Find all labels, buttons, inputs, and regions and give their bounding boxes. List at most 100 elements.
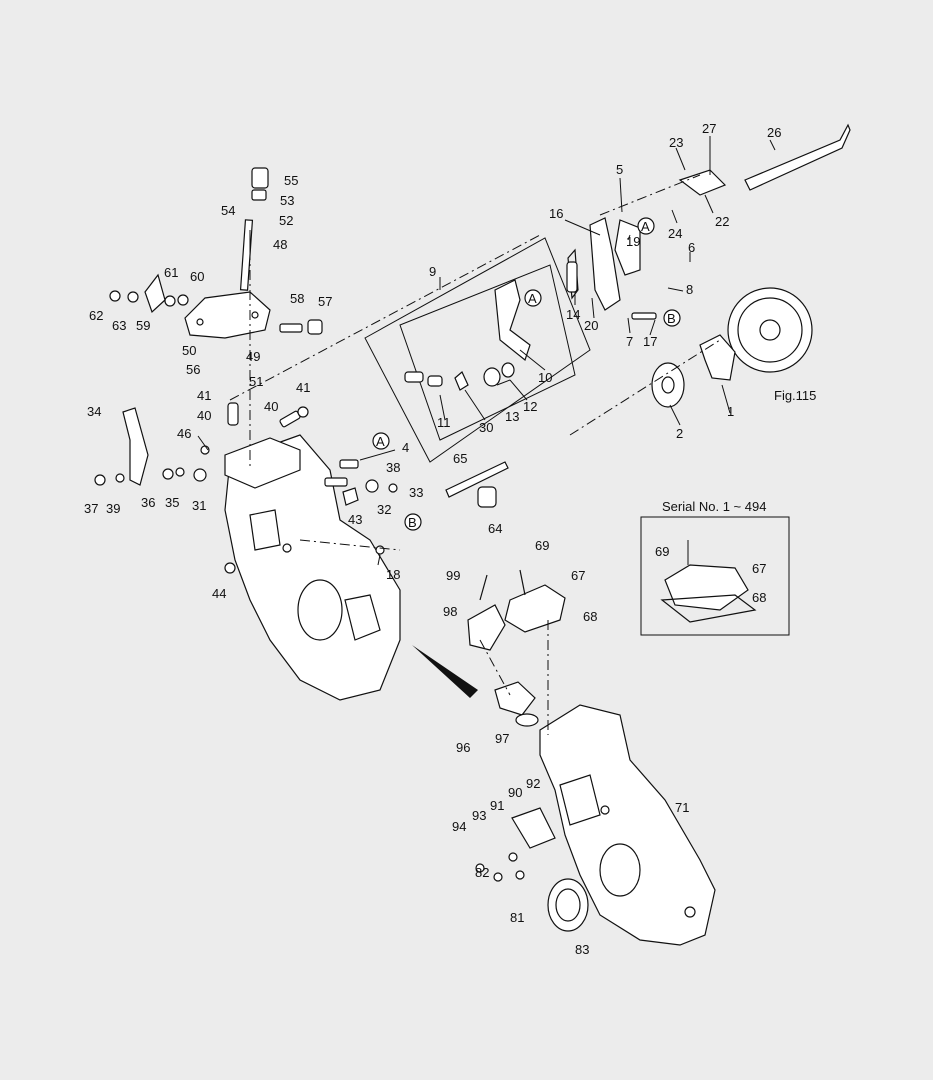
label-67: 67 bbox=[571, 568, 585, 583]
label-18: 18 bbox=[386, 567, 400, 582]
label-83: 83 bbox=[575, 942, 589, 957]
label-59: 59 bbox=[136, 318, 150, 333]
gear-housing bbox=[224, 434, 401, 701]
governor-weights bbox=[651, 334, 736, 408]
label-67-inset: 67 bbox=[752, 561, 766, 576]
leader-lines bbox=[197, 136, 776, 566]
label-52: 52 bbox=[279, 213, 293, 228]
label-36: 36 bbox=[141, 495, 155, 510]
callout-letter: A bbox=[376, 434, 385, 449]
label-96: 96 bbox=[456, 740, 470, 755]
label-11: 11 bbox=[437, 415, 451, 430]
cover-caps bbox=[467, 569, 589, 932]
label-8: 8 bbox=[686, 282, 693, 297]
label-91: 91 bbox=[490, 798, 504, 813]
label-2: 2 bbox=[676, 426, 683, 441]
label-81: 81 bbox=[510, 910, 524, 925]
label-27: 27 bbox=[702, 121, 716, 136]
label-13: 13 bbox=[505, 409, 519, 424]
label-64: 64 bbox=[488, 521, 502, 536]
label-68: 68 bbox=[583, 609, 597, 624]
lever-cover bbox=[144, 273, 271, 339]
label-4: 4 bbox=[402, 440, 409, 455]
label-17: 17 bbox=[643, 334, 657, 349]
label-32: 32 bbox=[377, 502, 391, 517]
label-90: 90 bbox=[508, 785, 522, 800]
label-19: 19 bbox=[626, 234, 640, 249]
label-49: 49 bbox=[246, 349, 260, 364]
label-41a: 41 bbox=[197, 388, 211, 403]
label-41b: 41 bbox=[296, 380, 310, 395]
label-1: 1 bbox=[727, 404, 734, 419]
label-93: 93 bbox=[472, 808, 486, 823]
callout-A-top: A bbox=[637, 217, 655, 235]
label-40a: 40 bbox=[197, 408, 211, 423]
label-22: 22 bbox=[715, 214, 729, 229]
label-35: 35 bbox=[165, 495, 179, 510]
label-60: 60 bbox=[190, 269, 204, 284]
callout-letter: B bbox=[408, 515, 417, 530]
label-92: 92 bbox=[526, 776, 540, 791]
label-33: 33 bbox=[409, 485, 423, 500]
label-54: 54 bbox=[221, 203, 235, 218]
label-68-inset: 68 bbox=[752, 590, 766, 605]
label-34: 34 bbox=[87, 404, 101, 419]
label-57: 57 bbox=[318, 294, 332, 309]
label-24: 24 bbox=[668, 226, 682, 241]
label-7: 7 bbox=[626, 334, 633, 349]
label-38: 38 bbox=[386, 460, 400, 475]
label-23: 23 bbox=[669, 135, 683, 150]
label-94: 94 bbox=[452, 819, 466, 834]
serial-inset bbox=[640, 516, 790, 636]
alignment-lines bbox=[229, 174, 721, 735]
label-9: 9 bbox=[429, 264, 436, 279]
label-43: 43 bbox=[348, 512, 362, 527]
label-14: 14 bbox=[566, 307, 580, 322]
fig-reference: Fig.115 bbox=[774, 388, 816, 403]
callout-letter: A bbox=[528, 291, 537, 306]
label-5: 5 bbox=[616, 162, 623, 177]
label-40b: 40 bbox=[264, 399, 278, 414]
inset-title: Serial No. 1 ~ 494 bbox=[662, 499, 766, 514]
label-51: 51 bbox=[249, 374, 263, 389]
label-97: 97 bbox=[495, 731, 509, 746]
callout-letter: A bbox=[641, 219, 650, 234]
callout-A-mid: A bbox=[524, 289, 542, 307]
assembly-frames bbox=[364, 237, 591, 463]
label-16: 16 bbox=[549, 206, 563, 221]
label-71: 71 bbox=[675, 800, 689, 815]
label-65: 65 bbox=[453, 451, 467, 466]
label-39: 39 bbox=[106, 501, 120, 516]
pointer-arrow bbox=[412, 645, 478, 698]
timing-gear bbox=[727, 287, 813, 373]
label-69-inset: 69 bbox=[655, 544, 669, 559]
label-46: 46 bbox=[177, 426, 191, 441]
label-63: 63 bbox=[112, 318, 126, 333]
label-98: 98 bbox=[443, 604, 457, 619]
callout-B-right: B bbox=[663, 309, 681, 327]
label-62: 62 bbox=[89, 308, 103, 323]
callout-B-left: B bbox=[404, 513, 422, 531]
label-82: 82 bbox=[475, 865, 489, 880]
label-20: 20 bbox=[584, 318, 598, 333]
label-48: 48 bbox=[273, 237, 287, 252]
label-69: 69 bbox=[535, 538, 549, 553]
label-10: 10 bbox=[538, 370, 552, 385]
label-44: 44 bbox=[212, 586, 226, 601]
label-26: 26 bbox=[767, 125, 781, 140]
label-50: 50 bbox=[182, 343, 196, 358]
label-58: 58 bbox=[290, 291, 304, 306]
part-number-labels: 1 2 4 5 6 7 8 9 10 11 12 13 14 16 17 18 … bbox=[84, 121, 816, 957]
label-30: 30 bbox=[479, 420, 493, 435]
label-12: 12 bbox=[523, 399, 537, 414]
label-56: 56 bbox=[186, 362, 200, 377]
shafts bbox=[122, 167, 509, 508]
label-99: 99 bbox=[446, 568, 460, 583]
label-6: 6 bbox=[688, 240, 695, 255]
callout-A-left: A bbox=[372, 432, 390, 450]
callout-letter: B bbox=[667, 311, 676, 326]
label-61: 61 bbox=[164, 265, 178, 280]
front-cover bbox=[539, 704, 716, 946]
